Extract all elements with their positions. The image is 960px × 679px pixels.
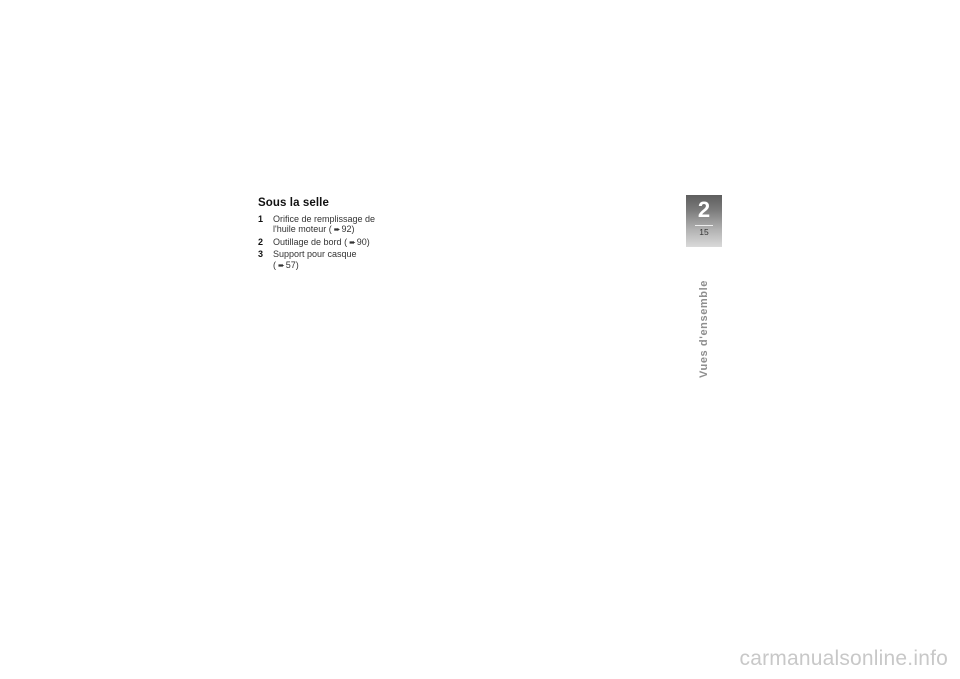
list-item: 3 Support pour casque (➨57) — [258, 249, 408, 271]
item-line: Orifice de remplissage de — [273, 214, 376, 224]
item-line-with-ref: Outillage de bord (➨90) — [273, 237, 370, 248]
list-item: 2 Outillage de bord (➨90) — [258, 237, 408, 248]
item-text: Support pour casque (➨57) — [273, 249, 357, 271]
page-ref[interactable]: 57) — [285, 259, 299, 270]
section-title: Sous la selle — [258, 197, 329, 209]
item-number: 2 — [258, 236, 264, 247]
item-line-with-ref: (➨57) — [273, 260, 357, 271]
page-ref[interactable]: 90) — [356, 236, 370, 247]
item-line: Outillage de bord — [273, 236, 342, 247]
section-under-seat: Sous la selle 1 Orifice de remplissage d… — [258, 197, 408, 272]
chapter-divider — [695, 225, 713, 226]
page-number: 15 — [699, 227, 709, 237]
ref-open: ( — [328, 224, 332, 235]
chapter-number: 2 — [697, 197, 711, 222]
watermark: carmanualsonline.info — [739, 647, 948, 670]
item-number: 1 — [258, 214, 264, 224]
page-ref[interactable]: 92) — [341, 224, 355, 235]
arrow-icon: ➨ — [333, 225, 341, 235]
arrow-icon: ➨ — [278, 260, 285, 270]
item-number: 3 — [258, 249, 264, 260]
list-item: 1 Orifice de remplissage de l'huile mote… — [258, 214, 408, 236]
item-text: Orifice de remplissage de l'huile moteur… — [273, 214, 375, 236]
chapter-side-title: Vues d'ensemble — [698, 279, 710, 379]
ref-open: ( — [273, 259, 276, 270]
item-line: Support pour casque — [273, 249, 357, 260]
item-text: Outillage de bord (➨90) — [273, 237, 370, 248]
item-line-with-ref: l'huile moteur (➨92) — [273, 224, 375, 235]
chapter-tab: 2 15 — [686, 195, 722, 247]
item-line: l'huile moteur — [273, 224, 327, 235]
arrow-icon: ➨ — [349, 237, 356, 247]
ref-open: ( — [344, 236, 348, 247]
